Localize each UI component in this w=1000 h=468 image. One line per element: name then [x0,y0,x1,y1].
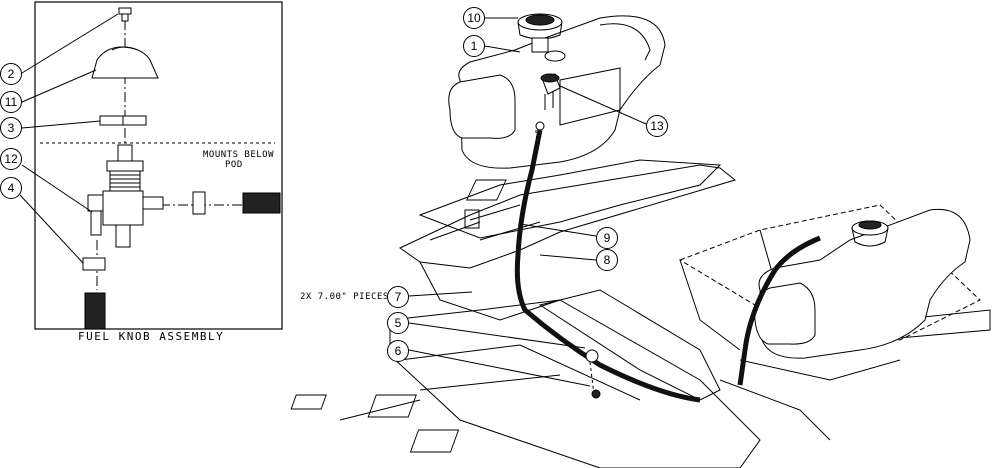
callout-5: 5 [387,312,409,334]
fuel-cap-lower [851,220,889,247]
pieces-annotation: 2X 7.00" PIECES [300,292,389,302]
fuel-hose-upper [514,129,701,403]
fuel-cap-upper [517,13,563,53]
screw-part [118,7,132,22]
inset-title: FUEL KNOB ASSEMBLY [78,330,225,343]
mount-note-line1: MOUNTS BELOW [203,150,275,160]
callout-10: 10 [463,7,485,29]
inset-frame [34,1,283,330]
fuel-valve-part [87,144,164,248]
callout-9: 9 [596,227,618,249]
callout-7: 7 [387,286,409,308]
callout-3: 3 [0,117,22,139]
hose-clamp-part [82,257,106,271]
callout-8: 8 [596,249,618,271]
lower-frame [389,299,761,468]
callout-6: 6 [387,340,409,362]
fuel-knob-part [91,46,159,79]
callout-12: 12 [0,148,22,170]
callout-11: 11 [0,91,22,113]
frame-deck [399,164,737,269]
callout-1: 1 [463,35,485,57]
callout-4: 4 [0,177,22,199]
callout-13: 13 [646,115,668,137]
callout-2: 2 [0,63,22,85]
fuel-hose-lower [737,235,821,386]
fuel-hose-part [84,292,106,330]
mount-note-line2: POD [225,160,243,170]
